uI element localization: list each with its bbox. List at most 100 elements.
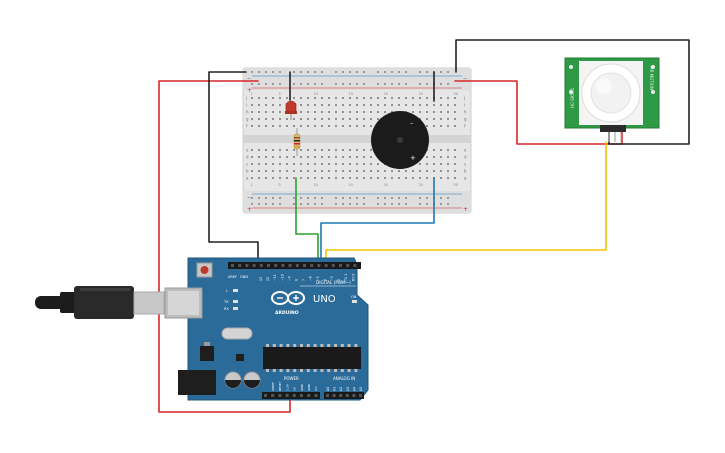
analog-pin-hole[interactable] <box>359 394 362 397</box>
header-pin-hole[interactable] <box>252 264 256 267</box>
terminal-hole <box>321 163 323 165</box>
terminal-hole <box>433 111 435 113</box>
power-pin-hole[interactable] <box>292 394 296 397</box>
rail-hole <box>349 71 351 73</box>
terminal-hole <box>314 111 316 113</box>
terminal-hole <box>391 170 393 172</box>
terminal-hole <box>454 149 456 151</box>
piezo-buzzer[interactable]: – + <box>371 111 429 169</box>
rail-hole <box>265 197 267 199</box>
header-pin-hole[interactable] <box>295 264 299 267</box>
rail-hole <box>391 203 393 205</box>
wire-red-5v[interactable] <box>158 80 291 413</box>
chip-pin <box>327 369 331 372</box>
analog-pin-hole[interactable] <box>339 394 343 397</box>
header-pin-hole[interactable] <box>324 264 328 267</box>
terminal-hole <box>349 97 351 99</box>
rail-hole <box>279 203 281 205</box>
wire-blue-buzzer[interactable] <box>320 177 435 263</box>
wire-black-gnd[interactable] <box>208 71 259 263</box>
header-pin-hole[interactable] <box>303 264 306 267</box>
header-pin-hole[interactable] <box>339 264 342 267</box>
terminal-hole <box>398 97 400 99</box>
header-pin-hole[interactable] <box>231 264 234 267</box>
terminal-hole <box>307 149 309 151</box>
digital-pin-label: ~11 <box>273 274 277 281</box>
header-pin-hole[interactable] <box>288 264 292 267</box>
rail-hole <box>391 197 393 199</box>
terminal-hole <box>412 104 414 106</box>
row-letter: i <box>246 103 247 108</box>
header-pin-hole[interactable] <box>274 264 278 267</box>
header-pin-hole[interactable] <box>259 264 263 267</box>
on-led-label: ON <box>351 295 357 299</box>
terminal-hole <box>321 111 323 113</box>
wire-yellow-pir-out[interactable] <box>325 141 607 263</box>
header-pin-hole[interactable] <box>245 264 249 267</box>
rail-hole <box>314 71 316 73</box>
rail-hole <box>363 83 365 85</box>
usb-b-port-inner <box>168 291 199 315</box>
header-pin-hole[interactable] <box>267 264 270 267</box>
usb-plug-metal <box>133 291 165 315</box>
gnd-label: GND <box>240 275 248 279</box>
header-pin-hole[interactable] <box>310 264 314 267</box>
header-pin-hole[interactable] <box>346 264 350 267</box>
chip-pin <box>279 344 283 347</box>
resistor[interactable] <box>293 128 301 156</box>
power-pin-hole[interactable] <box>271 394 275 397</box>
breadboard-bottom-rail <box>243 191 471 213</box>
rail-hole <box>419 83 421 85</box>
terminal-hole <box>328 111 330 113</box>
power-pin-hole[interactable] <box>300 394 303 397</box>
terminal-hole <box>251 170 253 172</box>
power-pin-hole[interactable] <box>314 394 318 397</box>
pir-sensor[interactable]: HC-SR501 PIR MOTION <box>564 57 660 142</box>
terminal-hole <box>363 177 365 179</box>
header-pin-hole[interactable] <box>238 264 242 267</box>
analog-pin-hole[interactable] <box>345 394 349 397</box>
chip-pin <box>266 369 269 372</box>
rail-hole <box>272 203 274 205</box>
wire-green-led[interactable] <box>295 177 319 263</box>
power-pin-hole[interactable] <box>307 394 311 397</box>
terminal-hole <box>440 177 442 179</box>
analog-pin-hole[interactable] <box>332 394 336 397</box>
rail-hole <box>426 203 428 205</box>
led[interactable] <box>285 100 297 120</box>
power-pin-hole[interactable] <box>264 394 267 397</box>
usb-cable[interactable] <box>35 286 165 319</box>
power-pin-hole[interactable] <box>278 394 282 397</box>
rail-hole <box>335 203 337 205</box>
terminal-hole <box>426 125 428 127</box>
terminal-hole <box>251 125 253 127</box>
terminal-hole <box>433 149 435 151</box>
arduino-logo <box>271 291 305 305</box>
chip-pin <box>300 369 303 372</box>
terminal-hole <box>342 156 344 158</box>
wire-red-pir-vcc[interactable] <box>454 80 623 145</box>
terminal-hole <box>363 156 365 158</box>
pir-pin-header <box>600 125 626 132</box>
terminal-hole <box>293 163 295 165</box>
terminal-hole <box>265 149 267 151</box>
analog-pin-hole[interactable] <box>326 394 329 397</box>
rail-hole <box>384 71 386 73</box>
terminal-hole <box>426 118 428 120</box>
terminal-hole <box>447 156 449 158</box>
rail-hole <box>440 203 442 205</box>
analog-pin-hole[interactable] <box>352 394 356 397</box>
rail-hole <box>307 83 309 85</box>
power-pin-hole[interactable] <box>285 394 289 397</box>
terminal-hole <box>251 104 253 106</box>
power-pin-label: 5V <box>293 386 297 391</box>
header-pin-hole[interactable] <box>353 264 357 267</box>
reset-button-cap[interactable] <box>200 266 209 274</box>
header-pin-hole[interactable] <box>317 264 321 267</box>
header-pin-hole[interactable] <box>281 264 285 267</box>
pir-label-right: PIR MOTION <box>649 66 654 90</box>
header-pin-hole[interactable] <box>331 264 335 267</box>
